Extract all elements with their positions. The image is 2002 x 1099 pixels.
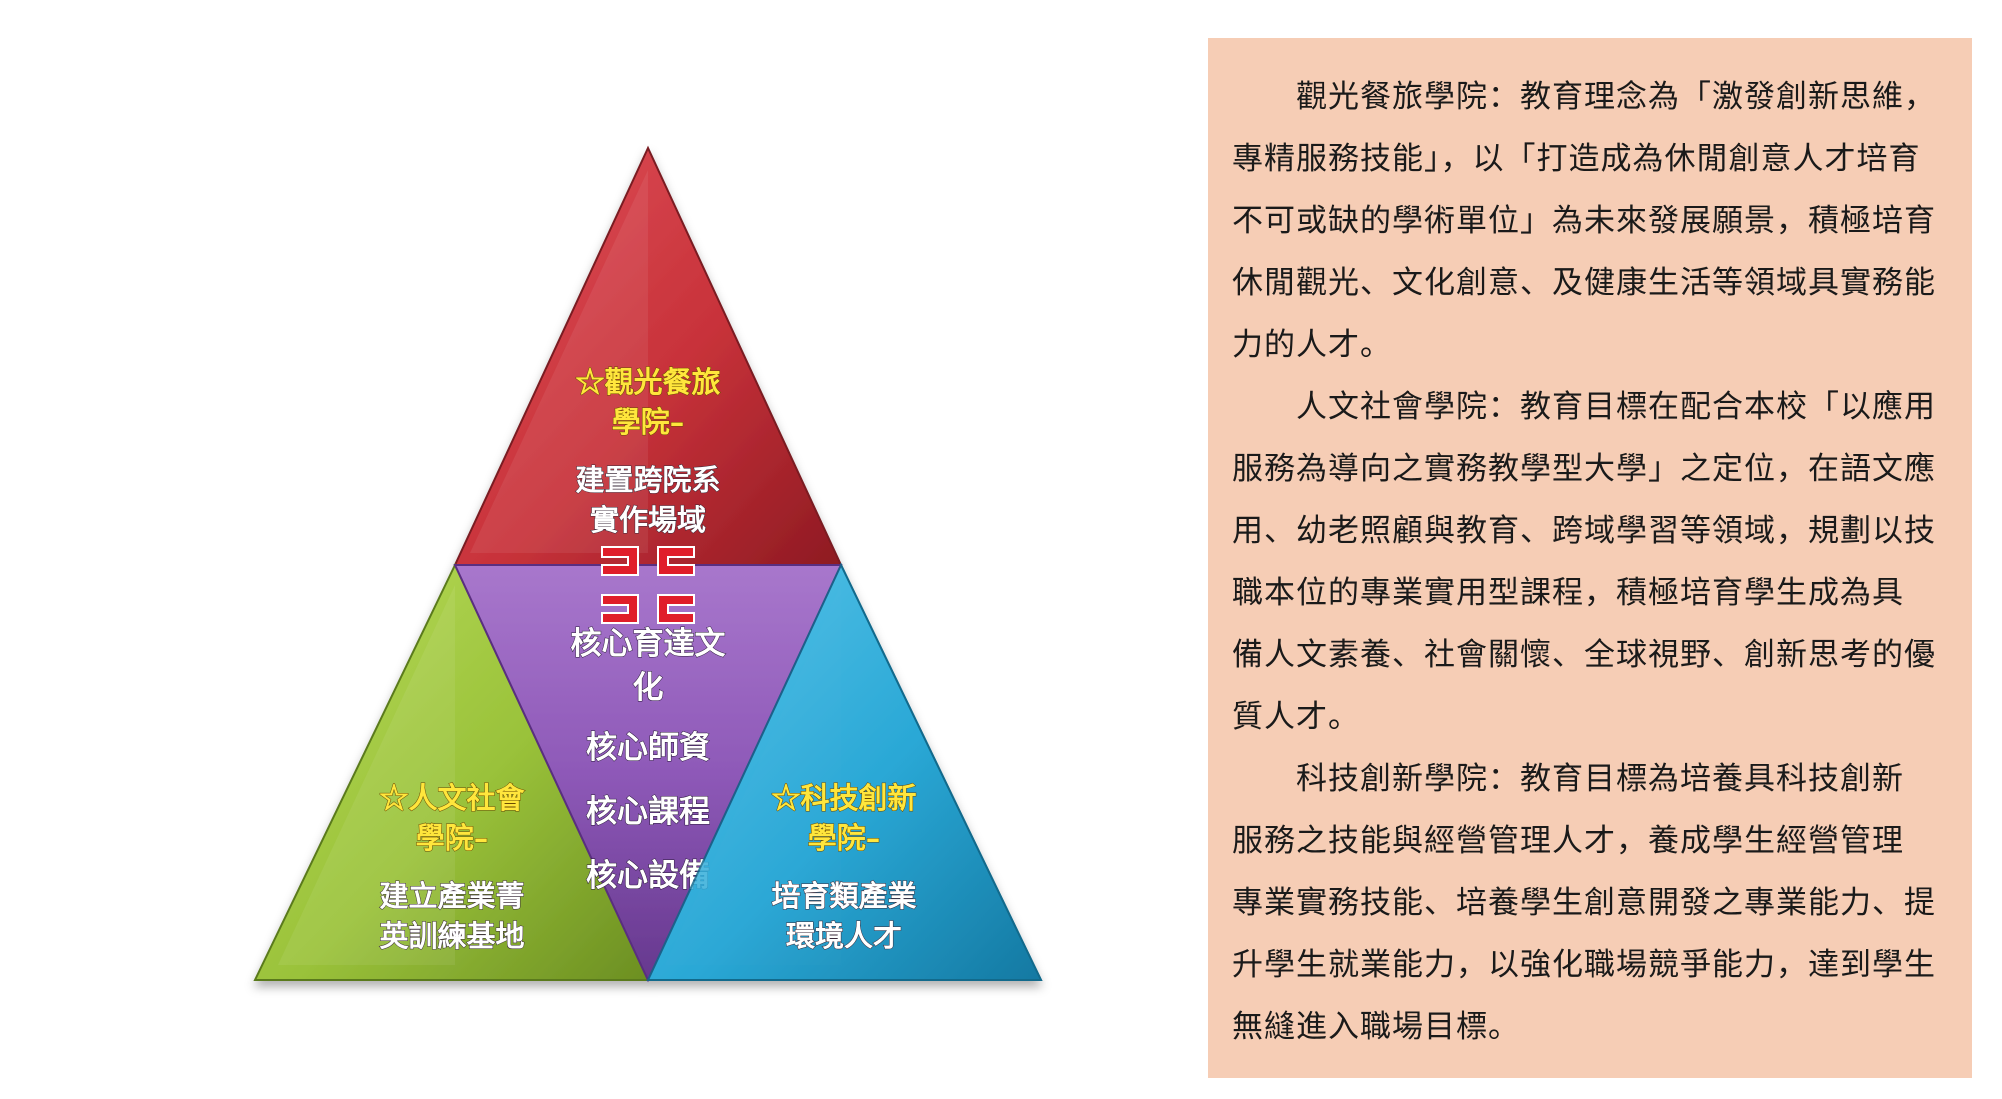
left-college-name-line2: 學院– <box>416 821 489 855</box>
paragraph-line: 專業實務技能、培養學生創意開發之專業能力、提 <box>1232 885 1936 921</box>
top-college-name-line2: 學院– <box>612 405 685 439</box>
tech-college-paragraph: 科技創新學院：教育目標為培養具科技創新 服務之技能與經營管理人才，養成學生經營管… <box>1232 748 1950 1058</box>
paragraph-line: 升學生就業能力，以強化職場競爭能力，達到學生 <box>1232 947 1936 983</box>
paragraph-line: 用、幼老照顧與教育、跨域學習等領域，規劃以技 <box>1232 513 1936 549</box>
paragraph-line: 服務之技能與經營管理人才，養成學生經營管理 <box>1232 823 1904 859</box>
humanities-college-paragraph: 人文社會學院：教育目標在配合本校「以應用 服務為導向之實務教學型大學」之定位，在… <box>1232 376 1950 748</box>
tourism-college-paragraph: 觀光餐旅學院：教育理念為「激發創新思維， 專精服務技能」，以「打造成為休閒創意人… <box>1232 66 1950 376</box>
paragraph-line: 科技創新學院：教育目標為培養具科技創新 <box>1296 761 1904 797</box>
core-faculty: 核心師資 <box>586 730 710 766</box>
paragraph-line: 質人才。 <box>1232 699 1360 735</box>
right-college-name-line2-overlay: 學院– <box>808 821 881 855</box>
right-college-desc-line2-overlay: 環境人才 <box>786 919 902 953</box>
college-pyramid-diagram: ☆觀光餐旅 學院– ☆人文社會 學院– ☆科技創新 學院– 建置跨院系 實作場域… <box>253 145 1043 983</box>
core-culture-line1: 核心育達文 <box>571 626 726 662</box>
paragraph-line: 不可或缺的學術單位」為未來發展願景，積極培育 <box>1232 203 1936 239</box>
core-curriculum: 核心課程 <box>586 794 710 830</box>
paragraph-line: 休閒觀光、文化創意、及健康生活等領域具實務能 <box>1232 265 1936 301</box>
core-culture-line2: 化 <box>633 670 664 706</box>
paragraph-line: 人文社會學院：教育目標在配合本校「以應用 <box>1296 389 1936 425</box>
paragraph-line: 觀光餐旅學院：教育理念為「激發創新思維， <box>1296 79 1936 115</box>
paragraph-line: 服務為導向之實務教學型大學」之定位，在語文應 <box>1232 451 1936 487</box>
top-college-name-line1: ☆觀光餐旅 <box>575 365 720 399</box>
right-college-desc-line1-overlay: 培育類產業 <box>771 879 916 913</box>
paragraph-line: 無縫進入職場目標。 <box>1232 1009 1520 1045</box>
top-college-desc-line2: 實作場域 <box>590 503 706 537</box>
paragraph-line: 備人文素養、社會關懷、全球視野、創新思考的優 <box>1232 637 1936 673</box>
college-description-panel: 觀光餐旅學院：教育理念為「激發創新思維， 專精服務技能」，以「打造成為休閒創意人… <box>1208 38 1972 1078</box>
left-college-desc-line2: 英訓練基地 <box>379 919 524 953</box>
left-college-name-line1: ☆人文社會 <box>379 781 525 815</box>
right-college-name-line1-overlay: ☆科技創新 <box>771 781 916 815</box>
paragraph-line: 力的人才。 <box>1232 327 1392 363</box>
top-college-desc-line1: 建置跨院系 <box>575 463 720 497</box>
paragraph-line: 職本位的專業實用型課程，積極培育學生成為具 <box>1232 575 1904 611</box>
core-equipment: 核心設備 <box>586 858 710 894</box>
left-college-desc-line1: 建立產業菁 <box>379 879 524 913</box>
paragraph-line: 專精服務技能」，以「打造成為休閒創意人才培育 <box>1232 141 1921 177</box>
